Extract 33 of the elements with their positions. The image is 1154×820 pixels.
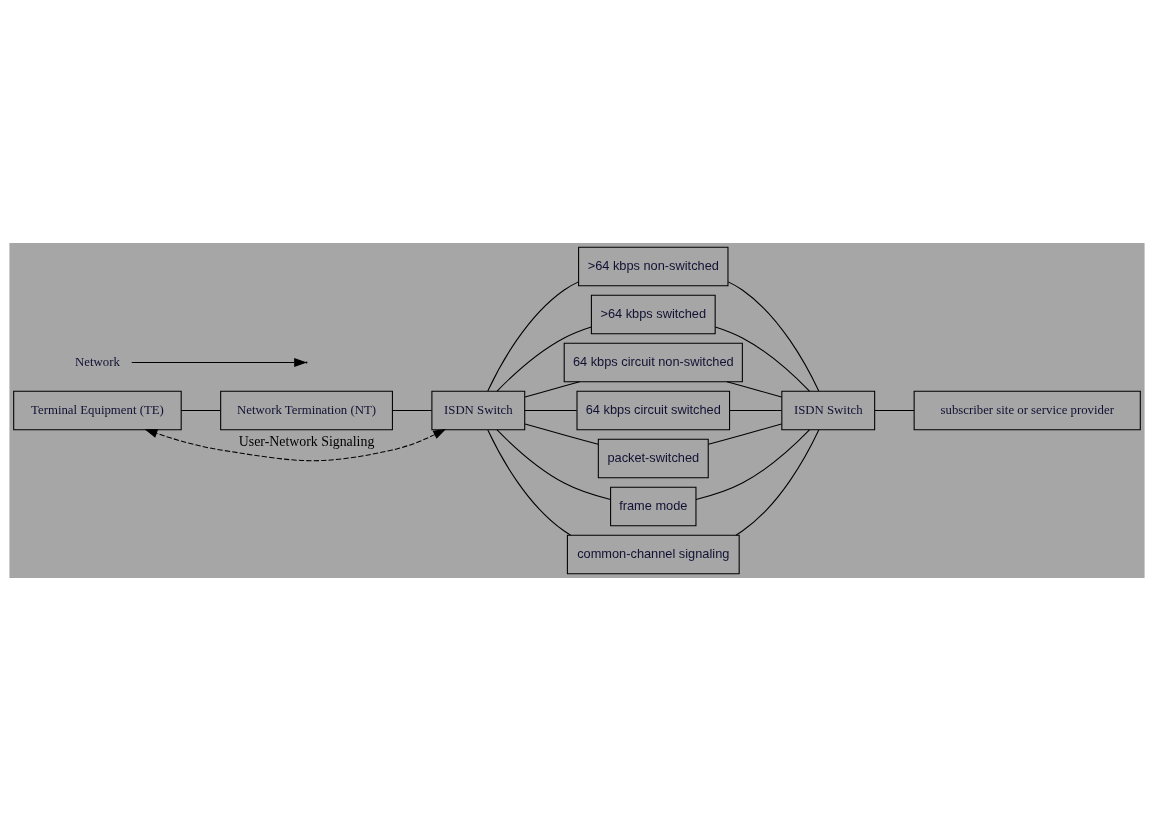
arrow [144,428,447,461]
node-box: packet-switched [597,438,709,478]
node-box: Network Termination (NT) [220,390,393,430]
connector [524,380,581,398]
connector [180,409,222,411]
arrow [131,357,307,367]
node-box: common-channel signaling [566,534,740,574]
connector [726,380,782,398]
node-box: ISDN Switch [431,390,526,430]
connector [496,428,611,500]
connector [735,428,820,536]
connector [524,422,599,445]
node-box: >64 kbps non-switched [578,246,729,286]
connector [874,409,915,411]
node-box: Terminal Equipment (TE) [13,390,182,430]
connector [695,428,810,500]
node-box: 64 kbps circuit non-switched [563,342,743,382]
node-box: frame mode [610,486,697,526]
connector [729,409,782,411]
connector [392,409,433,411]
connector [487,428,572,536]
connector [707,422,782,445]
node-box: 64 kbps circuit switched [576,390,731,430]
node-text: Network [75,354,120,369]
connector [487,280,579,392]
edge-label: User-Network Signaling [238,433,375,449]
node-box: ISDN Switch [781,390,876,430]
connector [727,280,820,392]
node-box: subscriber site or service provider [913,390,1141,430]
connector [524,409,578,411]
node-box: >64 kbps switched [590,294,716,334]
connector [496,325,592,392]
connector [714,325,810,392]
